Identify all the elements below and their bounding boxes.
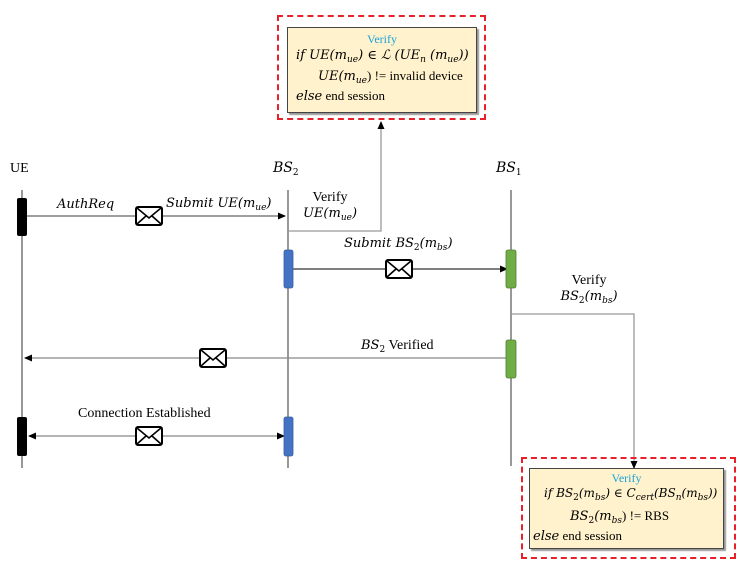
text: m bbox=[589, 289, 603, 304]
actor-bs1-base: BS bbox=[496, 160, 516, 176]
text: UE( bbox=[302, 206, 329, 221]
text: UE(m bbox=[318, 69, 356, 84]
text: bs bbox=[594, 493, 606, 503]
verify-bs-box-line3: else end session bbox=[533, 528, 622, 544]
text: 2 bbox=[588, 516, 595, 526]
text: BS bbox=[560, 289, 579, 304]
verify-bs-highlight bbox=[521, 457, 736, 559]
text: else bbox=[296, 89, 323, 104]
actor-bs2-base: BS bbox=[273, 160, 293, 176]
text: if bbox=[544, 486, 557, 500]
actor-bs1-sub: 1 bbox=[515, 168, 522, 178]
submit-ue-label: Submit UE(mue) bbox=[166, 196, 272, 216]
text: ) bbox=[612, 289, 618, 304]
verify-ue-box: Verify if UE(mue) ∈ ℒ (UEn (mue)) UE(mue… bbox=[287, 27, 477, 113]
submit-bs2-label: Submit BS2(mbs) bbox=[344, 236, 453, 256]
text: ) bbox=[351, 206, 358, 221]
verify-bs-box-title: Verify bbox=[611, 471, 642, 485]
text: bs bbox=[611, 516, 622, 526]
ue-activation-1 bbox=[17, 198, 27, 236]
text: ( bbox=[584, 289, 590, 304]
actor-ue: UE bbox=[10, 161, 29, 176]
bs1-activation-2 bbox=[505, 339, 517, 379]
verify-bs-box-line1: if BS2(mbs) ∈ Ccert(BSn(mbs)) bbox=[544, 486, 717, 503]
connection-established-label: Connection Established bbox=[78, 406, 211, 421]
verify-ue-box-line2: UE(mue) != invalid device bbox=[318, 68, 463, 86]
text: m bbox=[242, 196, 256, 211]
verify-bs2-label: Verify BS2(mbs) bbox=[553, 273, 625, 309]
text: if bbox=[296, 48, 310, 63]
verify-ue-box-title: Verify bbox=[367, 32, 397, 46]
verify-ue-expr: UE(mue) bbox=[300, 206, 360, 226]
text: ) ∈ C bbox=[605, 486, 636, 500]
verify-bs-box-line2: BS2(mbs) != RBS bbox=[570, 508, 669, 526]
text: m bbox=[424, 236, 438, 251]
verify-bs2-title: Verify bbox=[571, 273, 607, 288]
envelope-icon bbox=[199, 348, 227, 368]
text: n bbox=[420, 55, 426, 65]
text: bs bbox=[437, 243, 448, 253]
text: 2 bbox=[578, 296, 585, 306]
envelope-icon bbox=[385, 259, 413, 279]
text: ue bbox=[355, 76, 367, 86]
text: BS bbox=[556, 486, 574, 500]
text: ue bbox=[255, 203, 267, 213]
text: ue bbox=[346, 55, 359, 65]
text: cert bbox=[635, 493, 654, 503]
verify-bs2-expr: BS2(mbs) bbox=[553, 289, 625, 309]
verify-bs2-connector bbox=[511, 313, 638, 469]
text: else bbox=[533, 529, 560, 544]
bs2-verified-label: BS2 Verified bbox=[361, 338, 434, 358]
verify-ue-title: Verify bbox=[312, 190, 348, 205]
bs2-activation-2 bbox=[283, 416, 294, 457]
verify-ue-connector bbox=[289, 121, 385, 232]
text: ) != RBS bbox=[622, 508, 670, 523]
text: )) bbox=[707, 486, 718, 500]
verify-ue-highlight bbox=[277, 15, 486, 120]
text: Verified bbox=[385, 338, 434, 353]
verify-ue-box-line1: if UE(mue) ∈ ℒ (UEn (mue)) bbox=[296, 48, 469, 65]
text: ) ∈ ℒ (UE bbox=[358, 48, 421, 63]
text: BS bbox=[361, 338, 380, 353]
text: bs bbox=[602, 296, 613, 306]
actor-bs2-sub: 2 bbox=[292, 168, 299, 178]
text: end session bbox=[322, 88, 386, 103]
text: ( bbox=[419, 236, 425, 251]
auth-req-label: AuthReq bbox=[57, 197, 115, 212]
bs1-activation-1 bbox=[505, 249, 517, 289]
text: 2 bbox=[379, 345, 386, 355]
envelope-icon bbox=[135, 426, 163, 446]
text: )) bbox=[458, 48, 469, 63]
verify-ue-box-line3: else end session bbox=[296, 88, 385, 104]
text: 2 bbox=[573, 493, 579, 503]
text: UE(m bbox=[309, 48, 347, 63]
text: (BS bbox=[654, 486, 676, 500]
text: ue bbox=[447, 55, 459, 65]
actor-bs1: BS1 bbox=[496, 160, 522, 178]
text: (m bbox=[578, 486, 595, 500]
bs2-activation-1 bbox=[283, 249, 294, 289]
text: ) bbox=[266, 196, 272, 211]
text: 2 bbox=[413, 243, 420, 253]
text: ) != invalid device bbox=[366, 68, 463, 83]
envelope-icon bbox=[135, 206, 163, 226]
text: end session bbox=[559, 528, 623, 543]
text: Submit BS bbox=[344, 236, 414, 251]
text: m bbox=[328, 206, 341, 221]
text: (m bbox=[594, 509, 612, 524]
verify-ue-label: Verify UE(mue) bbox=[300, 190, 360, 226]
text: (m bbox=[425, 48, 448, 63]
text: ) bbox=[447, 236, 453, 251]
actor-bs2: BS2 bbox=[273, 160, 299, 178]
text: Submit UE( bbox=[166, 196, 243, 211]
text: BS bbox=[570, 509, 589, 524]
text: (m bbox=[681, 486, 698, 500]
text: n bbox=[675, 493, 682, 503]
text: bs bbox=[697, 493, 708, 503]
ue-activation-2 bbox=[17, 417, 27, 456]
text: ue bbox=[340, 213, 352, 223]
verify-bs-box: Verify if BS2(mbs) ∈ Ccert(BSn(mbs)) BS2… bbox=[529, 468, 724, 549]
